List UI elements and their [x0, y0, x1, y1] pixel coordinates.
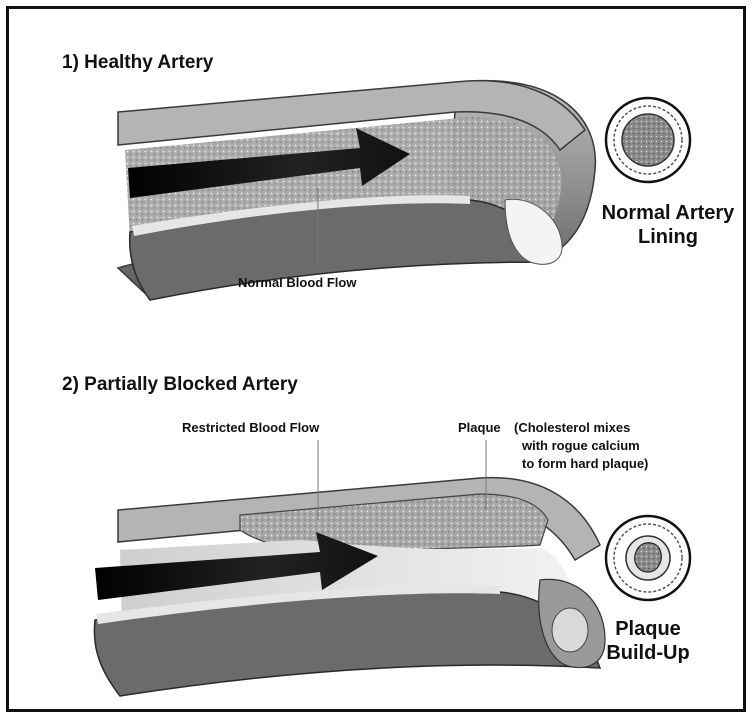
healthy-artery-title: 1) Healthy Artery: [62, 52, 213, 74]
plaque-buildup-label-line1: Plaque: [598, 618, 698, 641]
plaque-note-line1: (Cholesterol mixes: [514, 420, 630, 435]
plaque-buildup-cross-section: [606, 516, 690, 600]
plaque-buildup-label-line2: Build-Up: [598, 642, 698, 665]
plaque-label: Plaque: [458, 420, 501, 435]
normal-artery-label-line1: Normal Artery: [598, 202, 738, 225]
plaque-note-line2: with rogue calcium: [522, 438, 640, 453]
healthy-artery: [118, 81, 595, 300]
plaque-note-line3: to form hard plaque): [522, 456, 648, 471]
plaque-core-shape: [635, 543, 662, 572]
normal-artery-label-line2: Lining: [598, 226, 738, 249]
blocked-artery: [94, 440, 605, 696]
normal-blood-flow-label: Normal Blood Flow: [238, 275, 356, 290]
blocked-artery-end-core: [552, 608, 588, 652]
restricted-blood-flow-label: Restricted Blood Flow: [182, 420, 319, 435]
blocked-artery-title: 2) Partially Blocked Artery: [62, 374, 298, 396]
normal-artery-cross-section: [606, 98, 690, 182]
